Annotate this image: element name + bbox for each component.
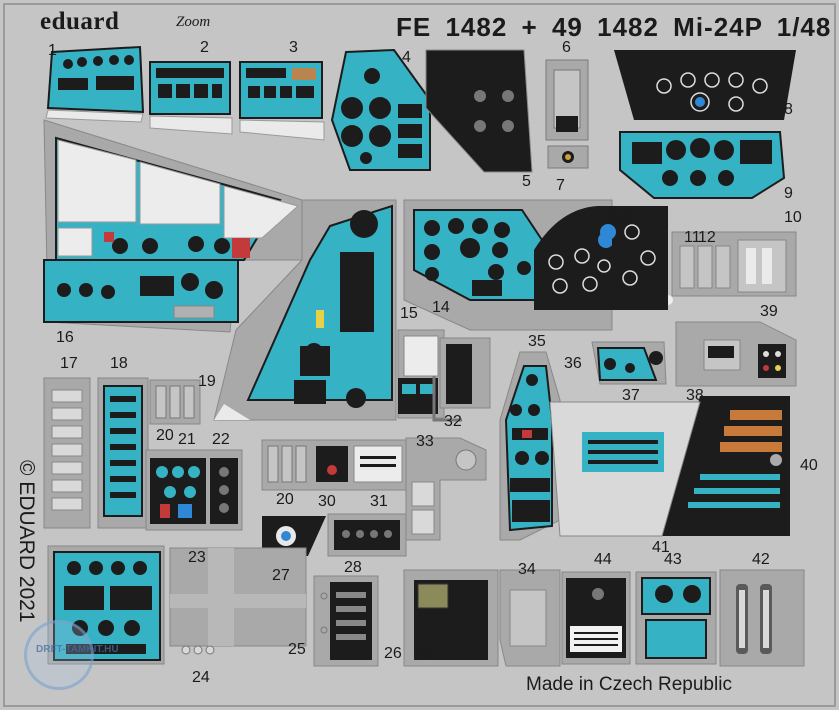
part-19-panel xyxy=(213,199,397,421)
brand-logo: eduard xyxy=(40,8,120,35)
title-bar: FE 1482 + 49 1482 Mi-24P 1/48 xyxy=(396,12,831,43)
part-33-panel xyxy=(405,437,487,541)
plus-sign: + xyxy=(521,12,538,42)
part-13-panel xyxy=(534,206,673,310)
part-number: 38 xyxy=(686,387,704,404)
copyright-text: © EDUARD 2021 xyxy=(15,460,38,623)
part-9-panel xyxy=(619,131,786,199)
part-17-panel xyxy=(43,377,91,529)
part-number: 13 xyxy=(610,209,628,226)
part-number: 5 xyxy=(522,173,531,190)
part-number: 15 xyxy=(400,305,418,322)
part-18-panel xyxy=(97,377,149,529)
part-42-panel xyxy=(719,569,805,667)
part-20-30-31-panel xyxy=(261,439,409,491)
part-38-39-panel xyxy=(675,321,797,387)
zoom-logo: Zoom xyxy=(176,14,211,30)
part-number: 20 xyxy=(156,427,174,444)
part-number: 32 xyxy=(444,413,462,430)
part-24-panel xyxy=(169,547,307,655)
part-number: 41 xyxy=(652,539,670,556)
part-28-panel xyxy=(327,513,407,557)
part-number: 17 xyxy=(60,355,78,372)
scale-label: 1/48 xyxy=(776,12,832,42)
part-number: 34 xyxy=(518,561,536,578)
part-1-panel xyxy=(45,45,145,123)
part-number: 33 xyxy=(416,433,434,450)
part-number: 4 xyxy=(402,49,411,66)
part-6-panel xyxy=(545,59,589,141)
aircraft-model: Mi-24P xyxy=(673,12,763,42)
part-35-panel xyxy=(499,351,561,541)
part-number: 27 xyxy=(272,567,290,584)
part-number: 9 xyxy=(784,185,793,202)
part-number: 36 xyxy=(564,355,582,372)
part-number: 1 xyxy=(48,42,57,59)
part-number: 40 xyxy=(800,457,818,474)
part-40-panel xyxy=(662,396,790,536)
part-number: 6 xyxy=(562,39,571,56)
part-number: 23 xyxy=(188,549,206,566)
part-25-26-panel xyxy=(313,575,379,667)
part-number: 25 xyxy=(288,641,306,658)
part-number: 20 xyxy=(276,491,294,508)
fret-frame xyxy=(3,3,836,707)
part-number: 11 xyxy=(684,229,701,246)
part-number: 42 xyxy=(752,551,770,568)
part-number: 7 xyxy=(556,177,565,194)
part-number: 28 xyxy=(344,559,362,576)
part-41-panel xyxy=(549,401,701,537)
part-8-panel xyxy=(614,50,796,120)
part-2-panel xyxy=(149,61,233,135)
part-number: 14 xyxy=(432,299,450,316)
part-3-panel xyxy=(239,61,325,141)
part-16-panel xyxy=(43,119,303,333)
part-43-panel xyxy=(635,571,717,665)
part-36-37-panel xyxy=(591,341,667,385)
watermark-text: DRFT-TAMKIT.HU xyxy=(36,644,119,655)
part-number: 12 xyxy=(698,229,716,246)
part-20-21-panel xyxy=(149,379,201,425)
part-number: 35 xyxy=(528,333,546,350)
part-5-panel xyxy=(425,49,533,173)
watermark-seal xyxy=(24,620,94,690)
part-10-11-panels xyxy=(671,231,797,297)
part-number: 37 xyxy=(622,387,640,404)
product-code-2: 49 1482 xyxy=(551,12,659,42)
part-34-panel xyxy=(499,569,561,667)
part-number: 21 xyxy=(178,431,196,448)
part-number: 8 xyxy=(784,101,793,118)
part-7-panel xyxy=(547,145,589,169)
part-number: 22 xyxy=(212,431,230,448)
part-21-22-panel xyxy=(145,449,243,531)
part-number: 24 xyxy=(192,669,210,686)
product-code-1: FE 1482 xyxy=(396,12,508,42)
part-29-panel xyxy=(403,569,499,667)
part-number: 31 xyxy=(370,493,388,510)
part-32-panel xyxy=(432,337,491,422)
part-number: 26 xyxy=(384,645,402,662)
part-4-panel xyxy=(330,48,431,171)
part-number: 3 xyxy=(289,39,298,56)
part-number: 10 xyxy=(784,209,802,226)
made-in-label: Made in Czech Republic xyxy=(526,674,732,695)
part-44-panel xyxy=(561,571,631,665)
part-number: 39 xyxy=(760,303,778,320)
part-number: 30 xyxy=(318,493,336,510)
part-number: 43 xyxy=(664,551,682,568)
part-27-panel xyxy=(262,516,326,556)
part-number: 19 xyxy=(198,373,216,390)
part-15-panel xyxy=(397,329,445,419)
part-number: 16 xyxy=(56,329,74,346)
part-number: 29 xyxy=(416,645,434,662)
part-number: 44 xyxy=(594,551,612,568)
part-number: 18 xyxy=(110,355,128,372)
part-number: 2 xyxy=(200,39,209,56)
